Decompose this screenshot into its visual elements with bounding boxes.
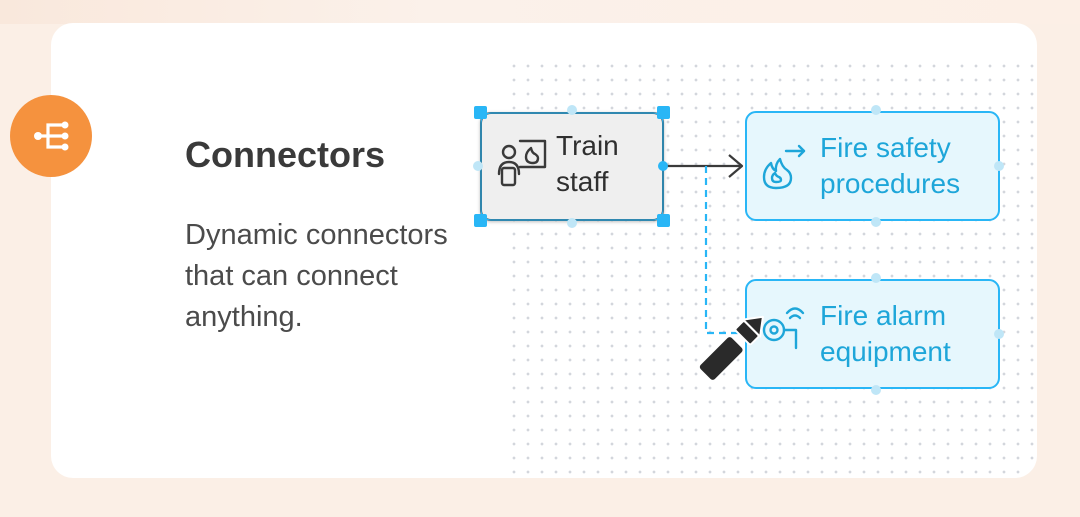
feature-title: Connectors xyxy=(185,134,386,175)
selection-handle xyxy=(474,214,487,227)
connection-point xyxy=(994,161,1004,171)
alarm-bell-icon xyxy=(762,307,805,350)
node-label-line: Fire safety xyxy=(820,132,951,163)
trainer-fire-icon xyxy=(497,139,547,187)
connection-point xyxy=(871,385,881,395)
node-label-line: staff xyxy=(556,166,609,197)
connection-point xyxy=(871,217,881,227)
background xyxy=(0,0,1080,24)
selection-handle xyxy=(474,106,487,119)
connection-point xyxy=(473,161,483,171)
node-label-fire-alarm: Fire alarm equipment xyxy=(820,298,951,370)
node-label-line: Train xyxy=(556,130,619,161)
connection-point xyxy=(658,161,668,171)
node-label-fire-safety: Fire safety procedures xyxy=(820,130,960,202)
connector-tree-icon xyxy=(10,95,92,177)
description-line: anything. xyxy=(185,301,303,333)
node-train-staff[interactable] xyxy=(473,105,670,228)
node-label-train-staff: Train staff xyxy=(556,128,619,200)
selection-handle xyxy=(657,106,670,119)
connection-point xyxy=(567,105,577,115)
node-label-line: procedures xyxy=(820,168,961,199)
connector-dashed[interactable] xyxy=(704,166,747,335)
fire-arrow-icon xyxy=(762,144,806,190)
selection-handle xyxy=(657,214,670,227)
connection-point xyxy=(567,218,577,228)
description-line: that can connect xyxy=(185,260,398,292)
connection-point xyxy=(994,329,1004,339)
node-fire-safety-procedures[interactable] xyxy=(745,105,1004,227)
description-line: Dynamic connectors xyxy=(185,219,448,251)
node-label-line: Fire alarm xyxy=(820,300,947,331)
node-fire-alarm-equipment[interactable] xyxy=(745,273,1004,395)
node-label-line: equipment xyxy=(820,336,951,367)
feature-description: Dynamic connectors that can connect anyt… xyxy=(185,215,505,338)
connection-point xyxy=(871,273,881,283)
connection-point xyxy=(871,105,881,115)
connector-solid[interactable] xyxy=(663,154,744,178)
pen-cursor-icon xyxy=(697,315,764,382)
